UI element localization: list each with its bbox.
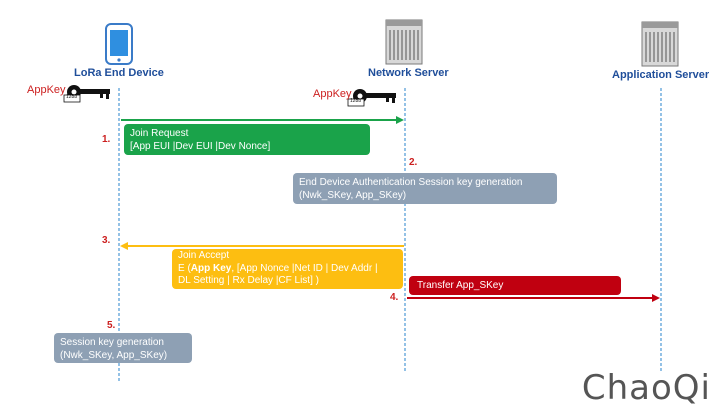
application-server-icon <box>641 21 679 67</box>
key-icon <box>63 85 110 103</box>
join-request-title: Join Request <box>130 128 189 139</box>
end-device-label: LoRa End Device <box>74 67 164 79</box>
join-request-fields: [App EUI |Dev EUI |Dev Nonce] <box>130 141 271 152</box>
step-4-label: 4. <box>390 292 399 303</box>
join-accept-suffix: , [App Nonce |Net ID | Dev Addr | <box>231 262 378 274</box>
network-server-label: Network Server <box>368 67 449 79</box>
join-request-arrow <box>121 116 404 124</box>
join-accept-appkey: App Key <box>190 262 232 274</box>
key-tag-label: 128b <box>350 98 362 104</box>
step-2-label: 2. <box>409 157 418 168</box>
end-device-appkey-label: AppKey <box>27 84 66 96</box>
join-accept-arrow <box>120 242 404 250</box>
transfer-arrow <box>407 294 660 302</box>
transfer-app-skey-box: Transfer App_SKey <box>409 276 621 295</box>
key-icon <box>347 89 396 107</box>
network-session-key-box: End Device Authentication Session key ge… <box>293 173 557 204</box>
join-accept-title: Join Accept <box>178 250 230 261</box>
key-tag-label: 128b <box>66 94 78 100</box>
end-device-session-key-title: Session key generation <box>60 337 164 348</box>
watermark-text: ChaoQi <box>581 368 711 408</box>
network-session-key-title: End Device Authentication Session key ge… <box>299 177 523 188</box>
transfer-app-skey-label: Transfer App_SKey <box>417 280 504 291</box>
join-accept-fields-line: DL Setting | Rx Delay |CF List] ) <box>178 275 319 286</box>
join-accept-prefix: E ( <box>178 262 191 274</box>
end-device-session-key-box: Session key generation (Nwk_SKey, App_SK… <box>54 333 192 363</box>
application-server-label: Application Server <box>612 69 710 81</box>
step-5-label: 5. <box>107 320 116 331</box>
step-3-label: 3. <box>102 235 111 246</box>
join-request-box: Join Request [App EUI |Dev EUI |Dev Nonc… <box>124 124 370 155</box>
network-server-icon <box>385 19 423 65</box>
network-session-key-values: (Nwk_SKey, App_SKey) <box>299 190 407 201</box>
join-accept-encrypted-line: E (App Key, [App Nonce |Net ID | Dev Add… <box>178 263 397 276</box>
join-accept-box: Join Accept E (App Key, [App Nonce |Net … <box>172 249 403 289</box>
phone-icon <box>105 23 133 65</box>
network-server-appkey-label: AppKey <box>313 88 352 100</box>
end-device-session-key-values: (Nwk_SKey, App_SKey) <box>60 350 168 361</box>
step-1-label: 1. <box>102 134 111 145</box>
